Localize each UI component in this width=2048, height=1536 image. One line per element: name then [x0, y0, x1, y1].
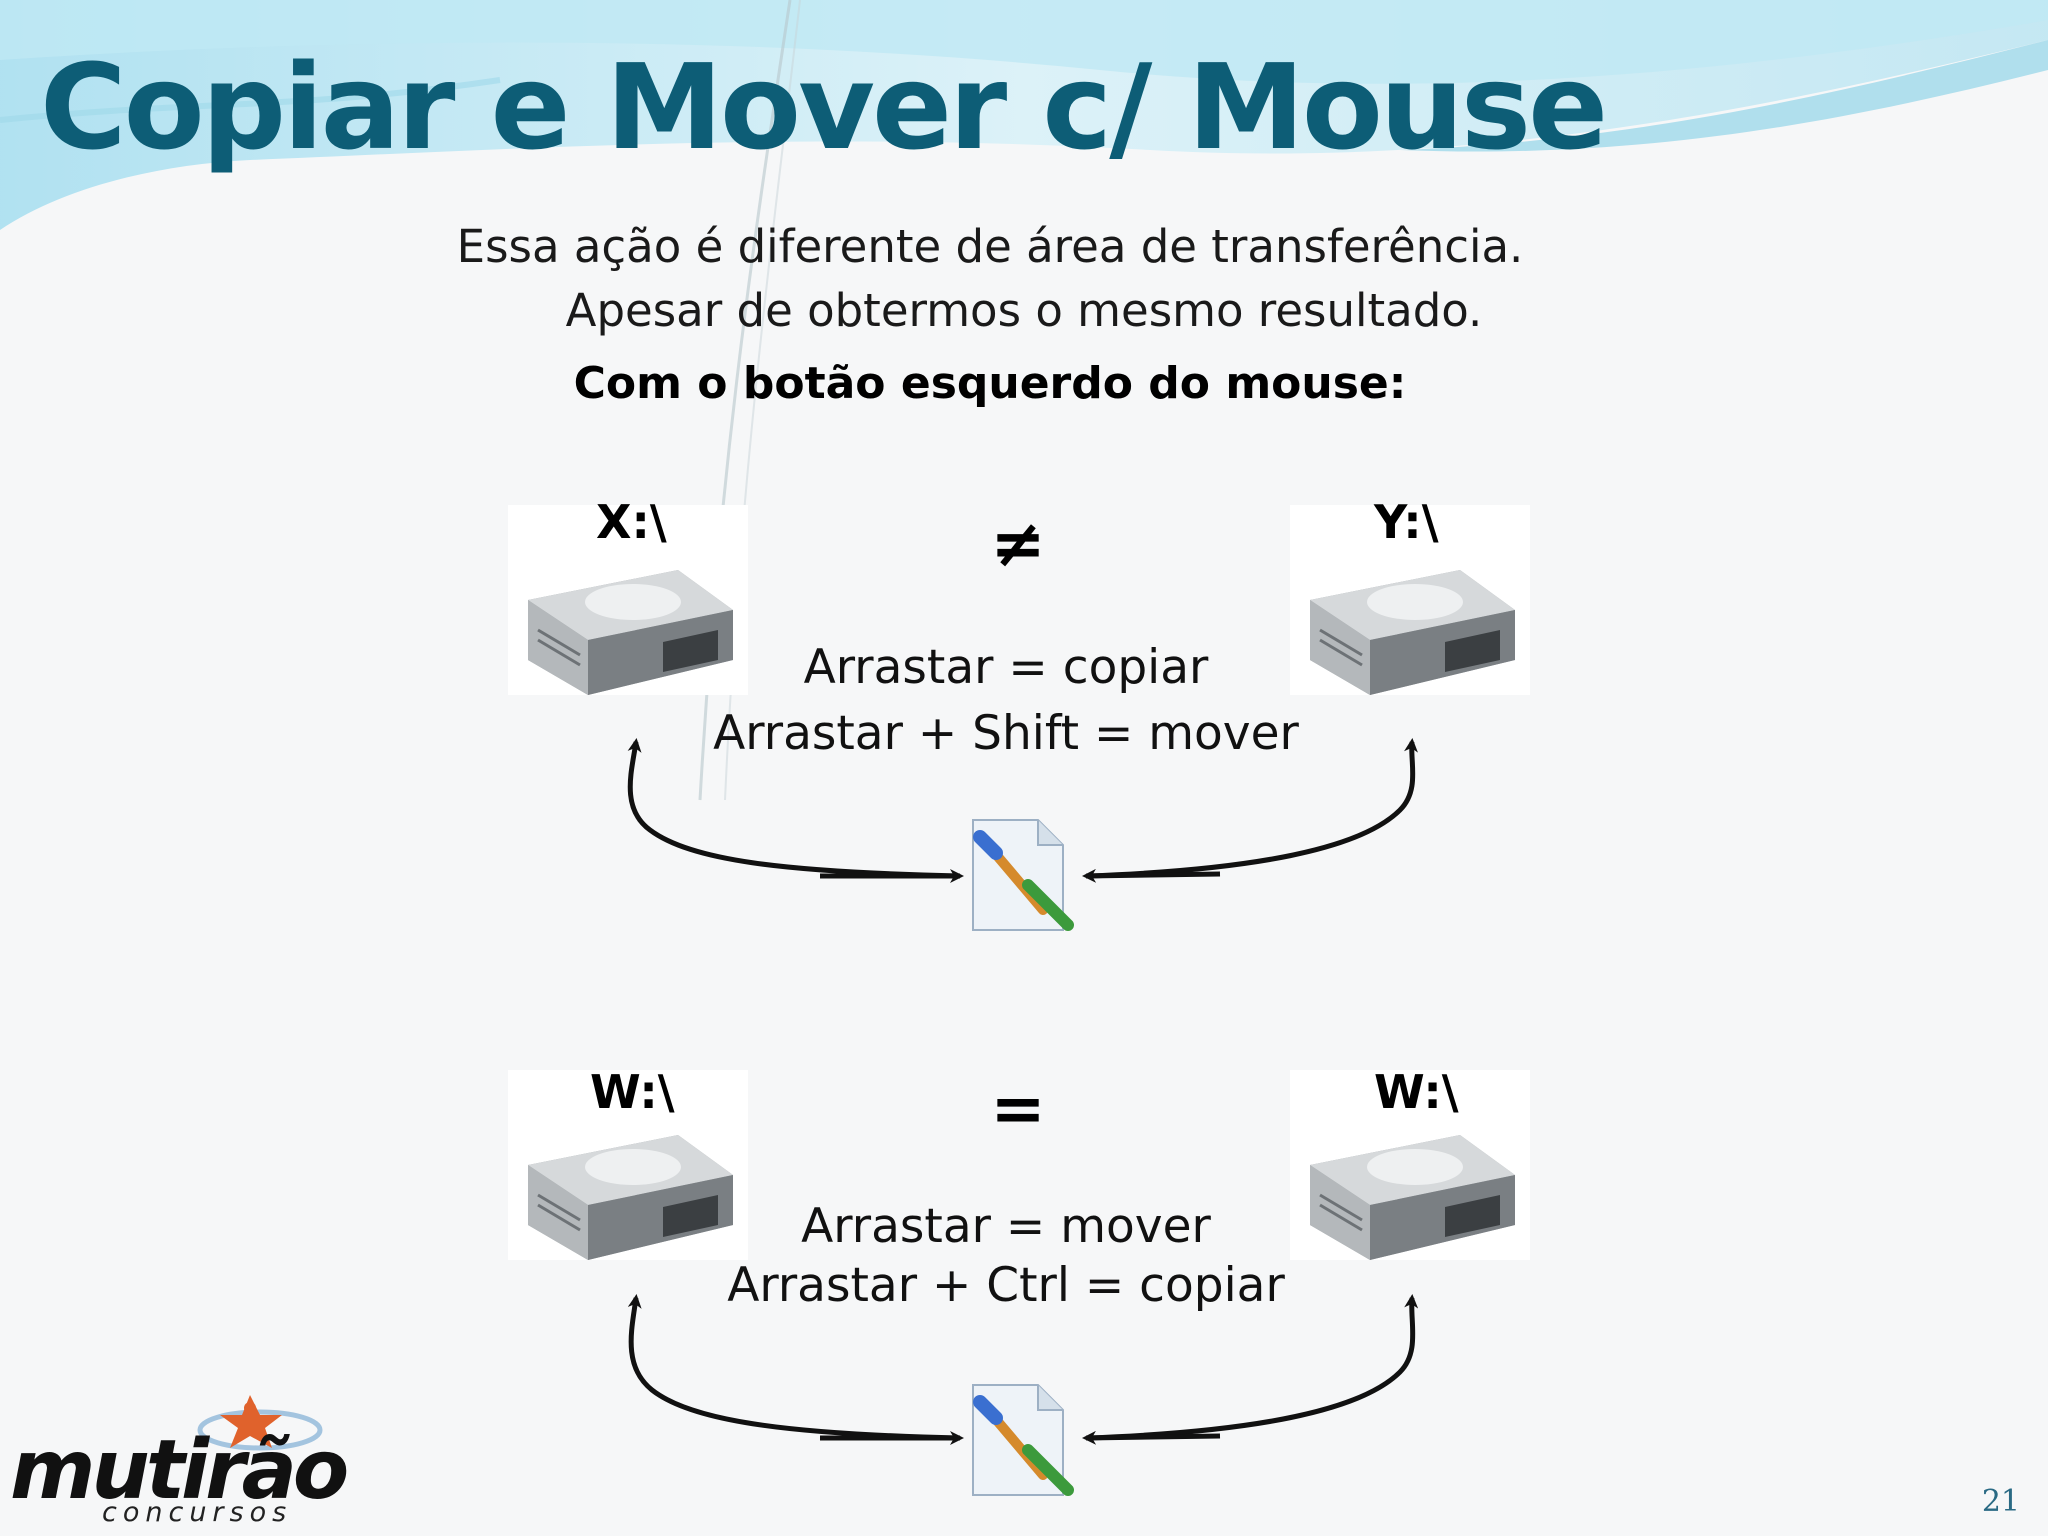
drive-w-right-label: W:\: [1374, 1065, 1459, 1119]
drive-w-left-label: W:\: [590, 1065, 675, 1119]
page-title: Copiar e Mover c/ Mouse: [40, 38, 1608, 176]
paint-file-icon: [972, 1384, 1074, 1496]
hard-drive-icon: [1310, 570, 1515, 695]
paint-file-icon: [972, 819, 1074, 931]
hard-drive-icon: [1310, 1135, 1515, 1260]
hard-drive-icon: [528, 1135, 733, 1260]
hard-drive-icon: [528, 570, 733, 695]
page-number: 21: [1981, 1484, 2020, 1519]
top-rule-1: Arrastar = copiar: [803, 640, 1209, 695]
bottom-rule-1: Arrastar = mover: [801, 1199, 1211, 1254]
logo-name: mutirão: [10, 1423, 349, 1518]
instruction-heading: Com o botão esquerdo do mouse:: [573, 358, 1407, 409]
bottom-rule-2: Arrastar + Ctrl = copiar: [727, 1257, 1285, 1313]
drive-y-label: Y:\: [1374, 495, 1439, 549]
top-description: Arrastar = copiar Arrastar + Shift = mov…: [656, 635, 1356, 767]
not-equal-symbol: ≠: [990, 505, 1046, 582]
drive-x-label: X:\: [596, 495, 667, 549]
logo-mark-icon: [197, 1395, 323, 1451]
bottom-description: Arrastar = mover Arrastar + Ctrl = copia…: [656, 1198, 1356, 1316]
logo-subtitle: concursos: [102, 1497, 293, 1528]
subtitle-line-1: Essa ação é diferente de área de transfe…: [456, 220, 1524, 273]
equal-symbol: =: [990, 1070, 1046, 1147]
subtitle-line-2: Apesar de obtermos o mesmo resultado.: [565, 284, 1483, 337]
top-rule-2: Arrastar + Shift = mover: [713, 705, 1299, 761]
